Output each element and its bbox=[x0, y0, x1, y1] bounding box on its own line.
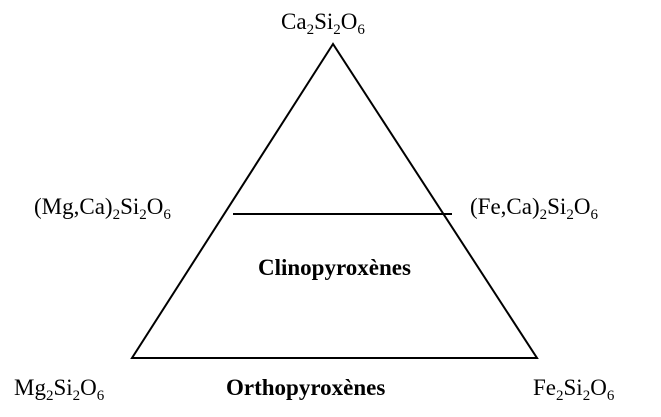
apex-label-mg: Mg2Si2O6 bbox=[14, 375, 105, 404]
apex-label-fe: Fe2Si2O6 bbox=[533, 375, 615, 404]
apex-label-ca: Ca2Si2O6 bbox=[281, 9, 365, 38]
clinopyroxenes-label: Clinopyroxènes bbox=[258, 255, 411, 280]
mid-label-mg-ca: (Mg,Ca)2Si2O6 bbox=[34, 194, 171, 223]
orthopyroxenes-label: Orthopyroxènes bbox=[226, 375, 386, 400]
mid-label-fe-ca: (Fe,Ca)2Si2O6 bbox=[470, 194, 598, 223]
triangle-outline bbox=[130, 42, 539, 359]
